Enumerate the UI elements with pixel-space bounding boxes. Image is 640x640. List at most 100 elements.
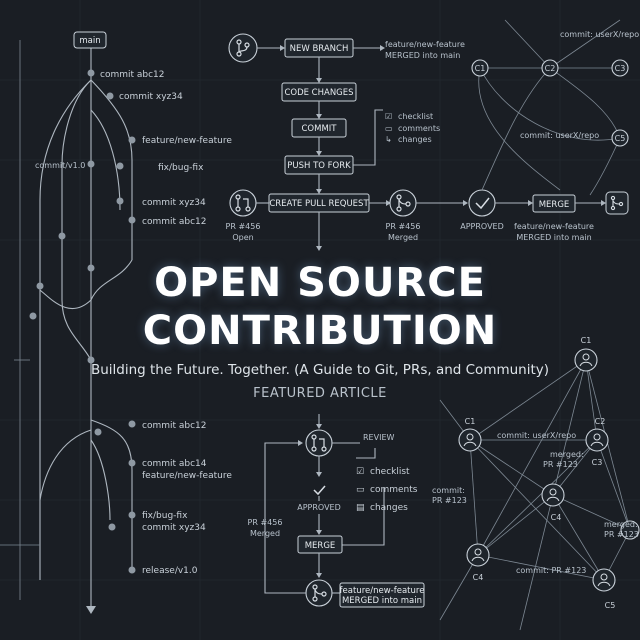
commit-label: commit:	[432, 486, 465, 495]
code-changes-label: CODE CHANGES	[284, 88, 353, 98]
changes-icon: ▤	[356, 503, 365, 513]
node-label: C1	[475, 64, 486, 73]
branch-label: feature/new-feature	[142, 471, 232, 481]
node-label: C1	[465, 417, 476, 426]
commit-node[interactable]	[128, 136, 136, 144]
commit-node[interactable]	[128, 216, 136, 224]
new-branch-label: NEW BRANCH	[290, 44, 349, 54]
contributor-node[interactable]	[611, 129, 629, 147]
pr-status: Merged	[250, 529, 280, 538]
checklist-label: checklist	[370, 467, 410, 477]
network-bottom: C1 C1 C2 C3 C4 C4 C5	[432, 336, 640, 631]
merged-label: PR #123	[543, 460, 578, 469]
contributor-node[interactable]	[592, 568, 616, 592]
comments-label: comments	[370, 485, 418, 495]
push-to-fork-label: PUSH TO FORK	[287, 161, 351, 171]
commit-node[interactable]	[128, 566, 136, 574]
hero-title-line2: CONTRIBUTION	[142, 308, 498, 354]
contributor-node[interactable]	[541, 483, 565, 507]
branch-label: feature/new-feature	[142, 136, 232, 146]
merged-label: PR #123	[604, 530, 639, 539]
commit-node[interactable]	[87, 356, 95, 364]
branch-icon-circle[interactable]	[228, 33, 258, 63]
commit-node[interactable]	[36, 282, 44, 290]
node-label: C2	[595, 417, 606, 426]
commit-node[interactable]	[58, 232, 66, 240]
commit-label: commit xyz34	[142, 523, 206, 533]
create-pr-label: CREATE PULL REQUEST	[269, 199, 369, 209]
merged-note: feature/new-feature	[514, 222, 594, 231]
contributor-node[interactable]	[471, 59, 489, 77]
merge-box[interactable]	[297, 535, 343, 554]
pr-merged-number: PR #456	[386, 222, 421, 231]
commit-node[interactable]	[128, 459, 136, 467]
workflow-top: NEW BRANCH feature/new-feature MERGED in…	[226, 33, 629, 251]
git-graph	[0, 40, 133, 614]
commit-node[interactable]	[108, 523, 116, 531]
merged-label: merged:	[604, 520, 638, 529]
commit-node[interactable]	[116, 197, 124, 205]
commit-label: commit: PR #123	[516, 566, 586, 575]
commit-node[interactable]	[106, 92, 114, 100]
pr-merged-status: Merged	[388, 233, 418, 242]
merge-label: MERGE	[305, 541, 336, 551]
featured-article-label[interactable]: FEATURED ARTICLE	[253, 386, 387, 401]
merged-note: MERGED into main	[516, 233, 591, 242]
comments-icon: ▭	[385, 124, 393, 133]
git-labels: main commit abc12 commit xyz34 feature/n…	[35, 31, 232, 576]
hero-subtitle: Building the Future. Together. (A Guide …	[90, 362, 550, 378]
commit-node[interactable]	[87, 69, 95, 77]
git-branch-icon	[236, 39, 250, 57]
commit-label: commit abc12	[142, 421, 207, 431]
pull-request-icon	[311, 434, 327, 452]
changes-label: changes	[398, 135, 432, 144]
contributor-node[interactable]	[611, 59, 629, 77]
contributor-node[interactable]	[585, 428, 609, 452]
commit-node[interactable]	[116, 162, 124, 170]
contributor-node[interactable]	[466, 543, 490, 567]
main-branch-badge[interactable]	[73, 31, 107, 49]
merge-label: MERGE	[539, 200, 570, 210]
review-flow: REVIEW ☑ checklist ▭ comments ▤ changes …	[248, 414, 425, 608]
commit-label: commit abc14	[142, 459, 207, 469]
contributor-node[interactable]	[620, 520, 640, 540]
commit-label: PR #123	[432, 496, 467, 505]
changes-label: changes	[370, 503, 408, 513]
pull-request-icon	[235, 194, 251, 212]
merge-icon	[396, 194, 411, 212]
pr-open-status: Open	[232, 233, 253, 242]
changes-icon: ↳	[385, 135, 392, 144]
commit-node[interactable]	[87, 264, 95, 272]
commit-label: commit xyz34	[142, 198, 206, 208]
merged-main-box[interactable]	[605, 191, 629, 215]
commit-node[interactable]	[29, 312, 37, 320]
approved-circle[interactable]	[468, 189, 496, 217]
node-label: C2	[545, 64, 556, 73]
approved-label: APPROVED	[460, 222, 504, 231]
commit-node[interactable]	[94, 428, 102, 436]
merged-main-box[interactable]	[339, 582, 425, 608]
commit-label: commit abc12	[100, 70, 165, 80]
pr-open-number: PR #456	[226, 222, 261, 231]
merged-note: feature/new-feature	[340, 586, 425, 596]
checklist-label: checklist	[398, 112, 433, 121]
contributor-node[interactable]	[541, 59, 559, 77]
check-icon	[475, 197, 490, 210]
approved-label: APPROVED	[297, 503, 341, 512]
commit-node[interactable]	[128, 511, 136, 519]
check-icon	[313, 485, 326, 496]
node-label: C5	[615, 134, 626, 143]
commit-node[interactable]	[128, 420, 136, 428]
checklist-icon: ☑	[356, 467, 364, 477]
contributor-node[interactable]	[574, 348, 598, 372]
merged-label: merged:	[550, 450, 584, 459]
merge-icon	[312, 584, 327, 602]
pr-open-circle[interactable]	[229, 189, 257, 217]
review-circle[interactable]	[305, 429, 333, 457]
commit-label: commit xyz34	[119, 92, 183, 102]
contributor-node[interactable]	[458, 428, 482, 452]
comments-label: comments	[398, 124, 440, 133]
commit-label: commit: userX/repo	[560, 30, 639, 39]
commit-node[interactable]	[87, 160, 95, 168]
